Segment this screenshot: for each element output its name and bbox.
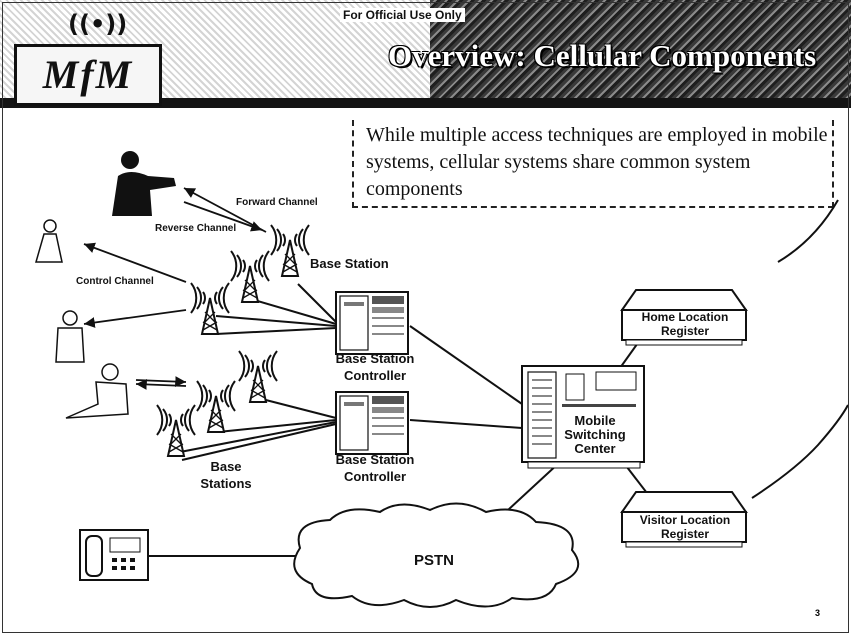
msc-label: Mobile Switching Center (564, 413, 626, 456)
page-number: 3 (815, 608, 821, 618)
server-cabinet-icon (335, 391, 409, 455)
person-phone-icon (55, 310, 85, 363)
database-icon (620, 289, 748, 346)
cell-tower-icon (190, 282, 230, 335)
vlr-label: Visitor Location Register (639, 513, 731, 541)
header-texture (430, 0, 851, 102)
cloud-icon (293, 502, 580, 608)
person-phone-icon (65, 363, 129, 419)
classification-marking: For Official Use Only (340, 8, 465, 22)
header-rule (0, 98, 851, 108)
control-channel-label: Control Channel (76, 276, 154, 287)
server-cabinet-icon (335, 291, 409, 355)
database-icon (620, 491, 748, 548)
pstn-label: PSTN (414, 552, 455, 569)
person-phone-icon (35, 219, 63, 263)
hlr-label: Home Location Register (641, 310, 729, 338)
forward-channel-label: Forward Channel (236, 197, 318, 208)
radio-arrows (83, 187, 267, 390)
callout-box: While multiple access techniques are emp… (352, 120, 834, 208)
bsc-top-label: Base Station Controller (335, 351, 415, 383)
base-station-label: Base Station (310, 256, 389, 271)
bsc-bottom-label: Base Station Controller (335, 452, 415, 484)
cell-tower-icon (196, 380, 236, 433)
logo-box: MfM (14, 44, 162, 106)
cell-tower-icon (270, 224, 310, 277)
base-stations-label: Base Stations (200, 459, 252, 491)
callout-text: While multiple access techniques are emp… (366, 124, 828, 200)
logo-text: MfM (42, 52, 134, 97)
cell-tower-icon (156, 404, 196, 457)
slide-title: Overview: Cellular Components (388, 38, 817, 73)
person-phone-icon (112, 151, 176, 216)
switch-rack-icon (521, 365, 645, 469)
logo: ((•)) MfM (8, 8, 162, 106)
desk-phone-icon (79, 529, 149, 581)
connection-lines (148, 199, 849, 557)
signal-waves-icon: ((•)) (68, 10, 128, 38)
cell-tower-icon (238, 350, 278, 403)
reverse-channel-label: Reverse Channel (155, 223, 237, 234)
cell-tower-icon (230, 250, 270, 303)
